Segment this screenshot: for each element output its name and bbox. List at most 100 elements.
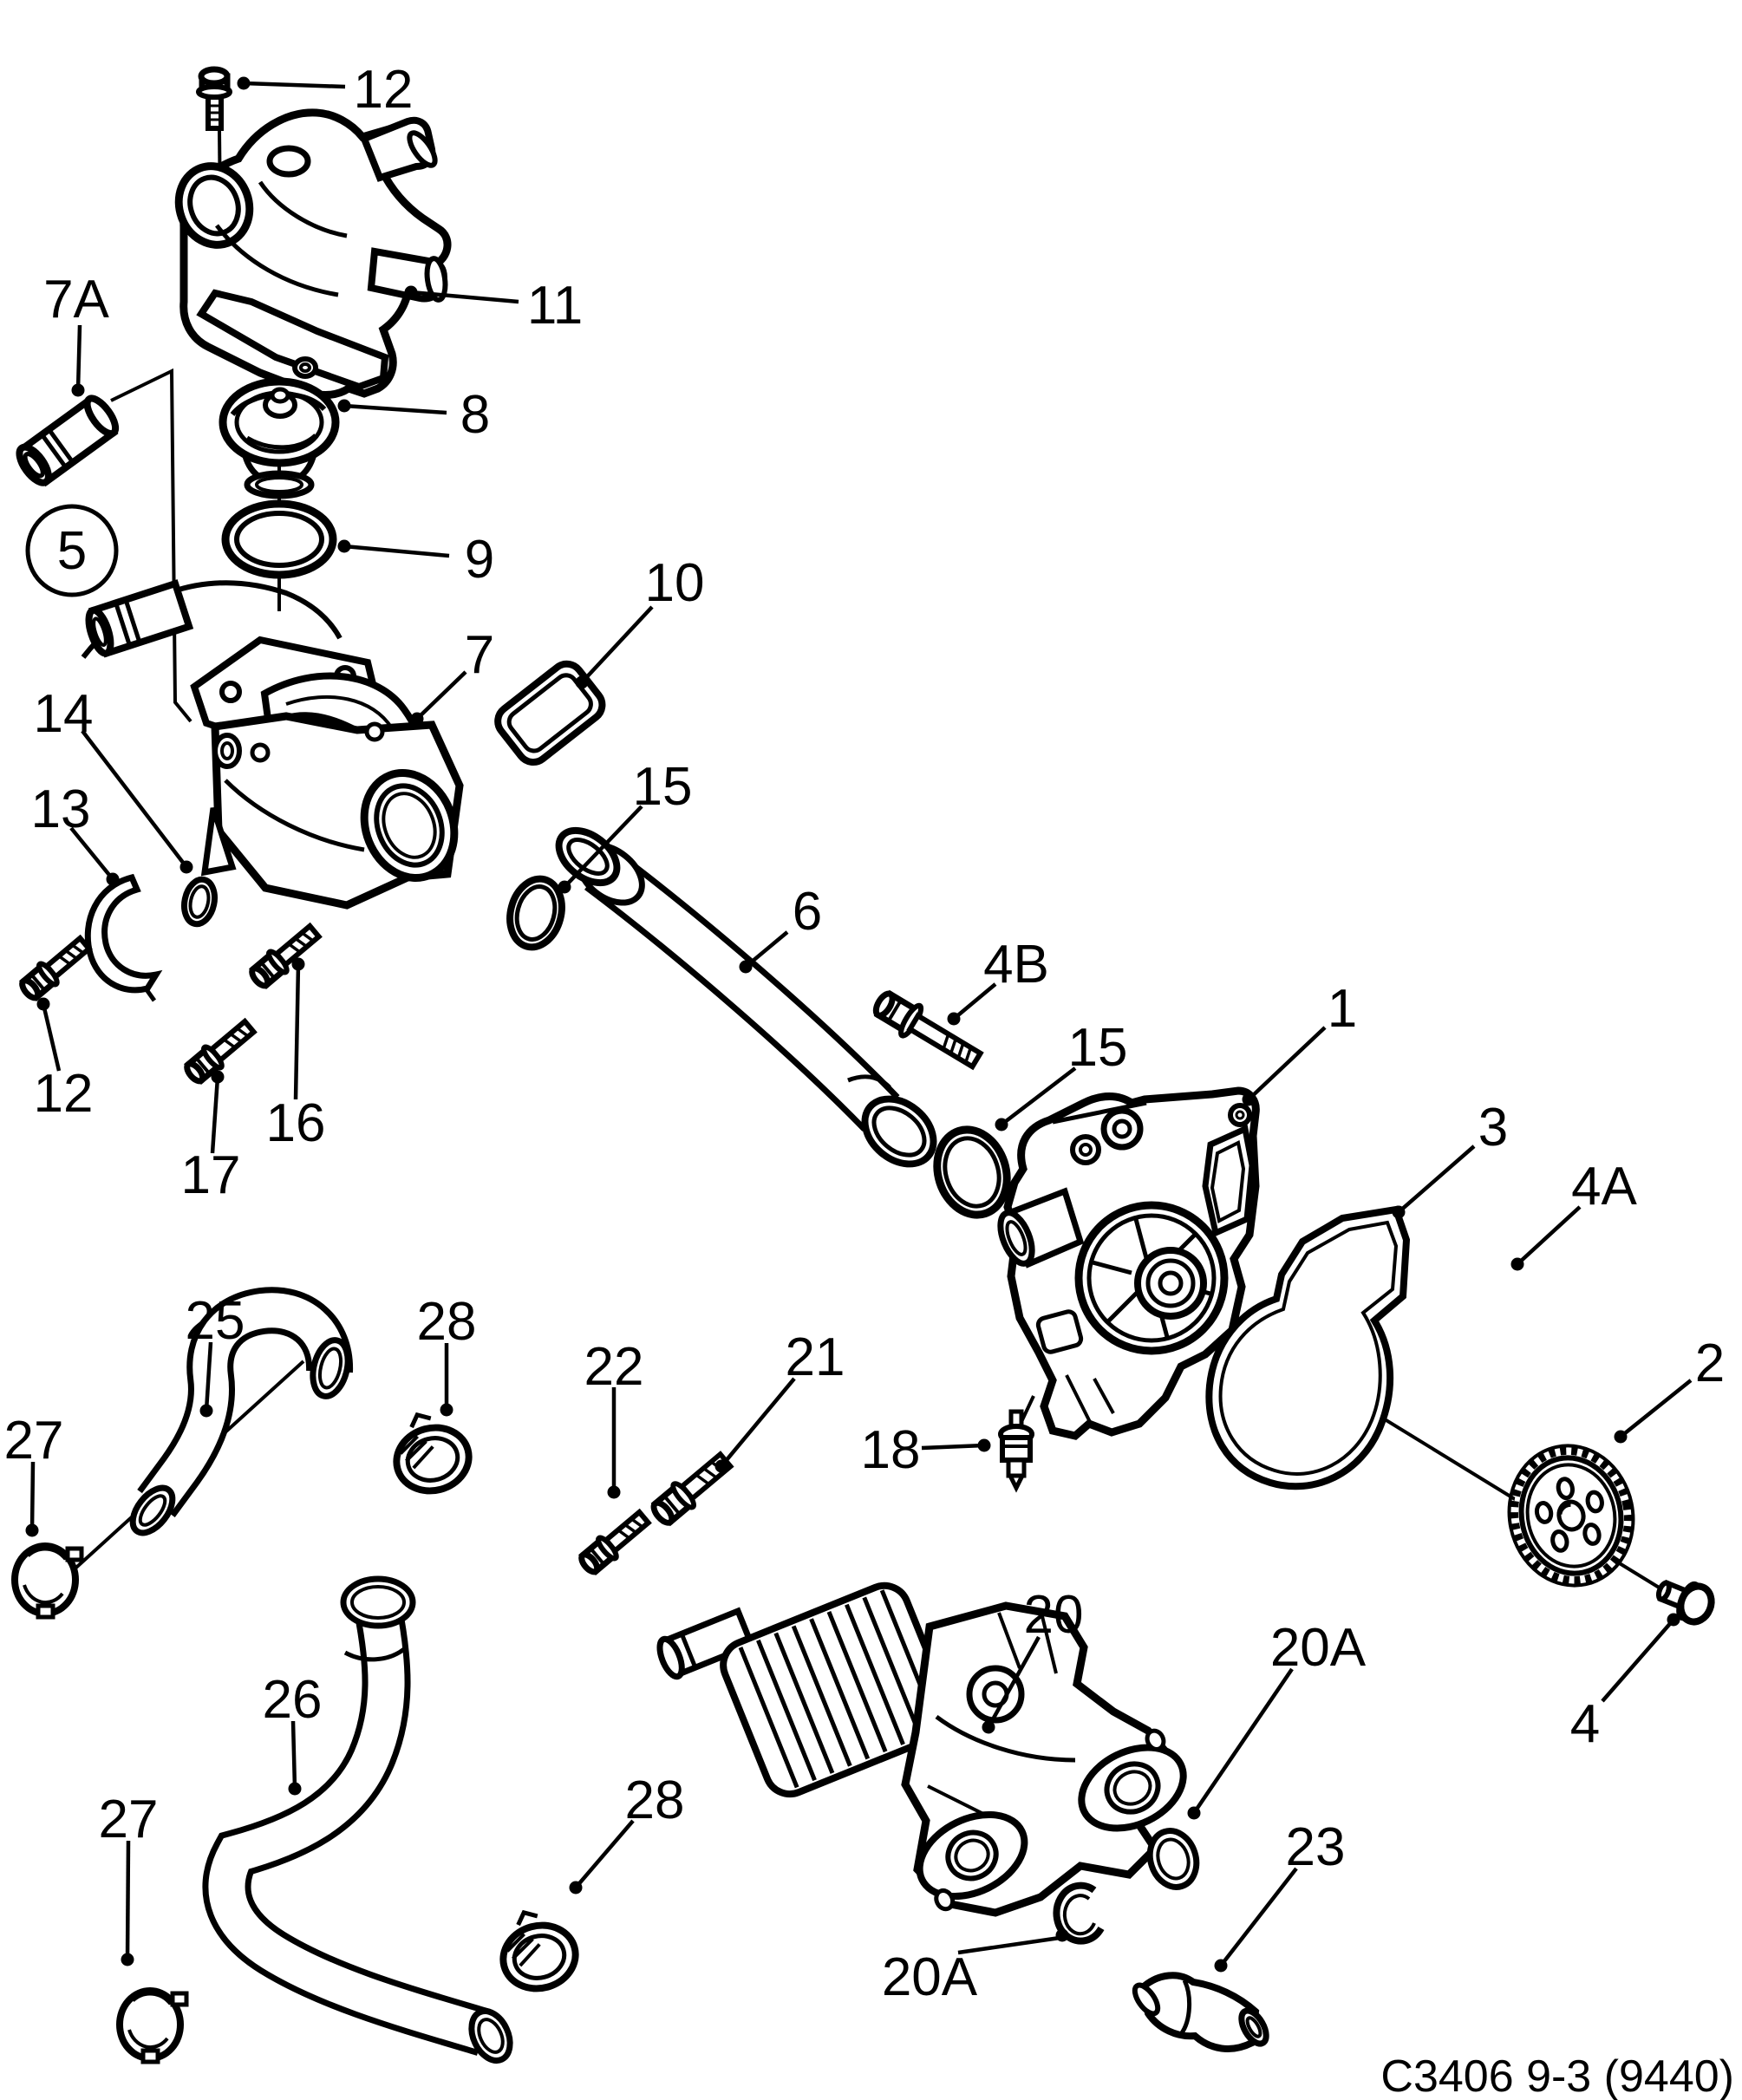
callout-label-27-24: 27 (4, 1411, 64, 1471)
leader-dot-1 (1242, 1092, 1256, 1106)
callout-label-20-31: 20 (1024, 1585, 1084, 1645)
leader-dot-15 (558, 880, 571, 894)
leader-line-4 (1601, 1618, 1675, 1703)
callout-label-28-27: 28 (625, 1771, 685, 1830)
callout-label-20a-32: 20A (1270, 1618, 1367, 1678)
hose-26 (202, 1575, 513, 2064)
o-ring-15b (933, 1125, 1011, 1219)
callout-label-26-25: 26 (263, 1670, 323, 1730)
leader-dot-17 (211, 1070, 225, 1084)
leader-line-4a (1516, 1205, 1582, 1266)
callout-label-22-28: 22 (584, 1337, 644, 1397)
gasket-13 (84, 873, 163, 1002)
callout-label-7-7: 7 (465, 625, 494, 685)
sprocket-2 (1507, 1444, 1635, 1588)
callout-label-15-10: 15 (633, 757, 693, 817)
leader-dot-21 (714, 1459, 728, 1473)
leader-dot-14 (179, 860, 193, 874)
leader-line-25 (204, 1341, 213, 1412)
callout-label-17-13: 17 (181, 1145, 241, 1205)
leader-dot-27 (121, 1953, 134, 1966)
water-pump-1 (997, 1086, 1260, 1440)
leader-line-4b (952, 982, 997, 1021)
callout-label-20a-34: 20A (882, 1947, 978, 2007)
leader-dot-11 (404, 285, 418, 299)
bolt-22 (578, 1508, 652, 1575)
bolt-12b (19, 934, 93, 1001)
callout-label-28-23: 28 (417, 1292, 477, 1352)
leader-line-13 (69, 826, 114, 881)
callout-label-27-26: 27 (99, 1790, 159, 1849)
callout-label-14-8: 14 (34, 684, 94, 744)
callout-label-9-5: 9 (465, 530, 494, 590)
leader-dot-12 (36, 997, 50, 1011)
leader-line-12 (243, 81, 346, 89)
leader-line-27 (29, 1461, 36, 1531)
leader-dot-7a (71, 383, 85, 397)
bolt-16 (249, 922, 323, 989)
leader-dot-20 (982, 1720, 995, 1734)
callout-label-12-0: 12 (354, 60, 414, 120)
leader-line-11 (410, 290, 519, 304)
leader-dot-4 (1667, 1613, 1680, 1627)
leader-line-6 (744, 930, 789, 968)
callout-label-2-20: 2 (1695, 1334, 1725, 1393)
leader-line-27 (125, 1840, 131, 1960)
leader-dot-16 (291, 957, 305, 971)
o-ring-20a-upper (1146, 1828, 1200, 1890)
leader-dot-28 (569, 1881, 583, 1895)
callout-label-12-11: 12 (34, 1064, 94, 1124)
callout-label-1-17: 1 (1328, 979, 1357, 1039)
leader-dot-18 (977, 1438, 991, 1452)
callout-label-4-21: 4 (1570, 1694, 1600, 1754)
leader-dot-22 (607, 1485, 621, 1499)
leader-line-8 (343, 403, 447, 415)
callout-label-15-16: 15 (1068, 1018, 1128, 1078)
leader-line-20a (957, 1935, 1060, 1955)
leader-dot-4b (947, 1012, 961, 1026)
callout-label-11-1: 11 (527, 276, 583, 336)
callout-label-18-30: 18 (861, 1420, 921, 1480)
leader-line-21 (720, 1377, 796, 1468)
nipple-7a (16, 395, 120, 487)
oil-cooler-20 (656, 1582, 1187, 1917)
callout-label-21-29: 21 (786, 1327, 845, 1387)
seal-ring-9 (221, 499, 337, 579)
thermostat-cover-11 (174, 108, 452, 399)
leader-line-7a (75, 324, 82, 391)
pipe-6 (555, 826, 937, 1168)
callout-label-23-33: 23 (1286, 1817, 1346, 1877)
callout-label-3-18: 3 (1478, 1098, 1508, 1158)
thermostat-8 (219, 377, 340, 499)
retaining-ring-20a-lower (1053, 1882, 1105, 1945)
clamp-27b (116, 1987, 189, 2064)
leader-line-17 (210, 1076, 220, 1154)
leader-line-1 (1247, 1026, 1327, 1101)
callout-label-8-3: 8 (460, 385, 490, 445)
leader-dot-20a (1187, 1806, 1201, 1820)
leader-line-20 (987, 1635, 1041, 1729)
gasket-10 (494, 660, 606, 766)
leader-line-2 (1619, 1379, 1693, 1438)
callout-label-4b-15: 4B (983, 935, 1049, 995)
thermostat-housing-7 (81, 579, 464, 910)
callout-label-6-14: 6 (793, 882, 822, 942)
leader-line-7 (415, 670, 467, 721)
callout-label-5-4: 5 (57, 521, 87, 581)
o-ring-15a (506, 875, 565, 951)
leader-dot-15 (995, 1118, 1008, 1132)
leader-dot-2 (1614, 1430, 1628, 1444)
callout-label-4a-19: 4A (1571, 1157, 1637, 1216)
assembly-5-bracket-line (110, 368, 192, 723)
leader-dot-28 (440, 1403, 453, 1417)
leader-line-12 (41, 1003, 62, 1072)
leader-dot-12 (237, 76, 251, 90)
leader-dot-13 (106, 872, 120, 886)
clamp-27a (11, 1542, 84, 1620)
sensor-18 (998, 1409, 1034, 1493)
leader-dot-7 (410, 712, 424, 726)
callout-circle-5 (25, 504, 119, 597)
pipe-23 (1132, 1972, 1269, 2052)
leader-line-14 (81, 729, 188, 869)
leader-dot-4a (1510, 1257, 1524, 1271)
